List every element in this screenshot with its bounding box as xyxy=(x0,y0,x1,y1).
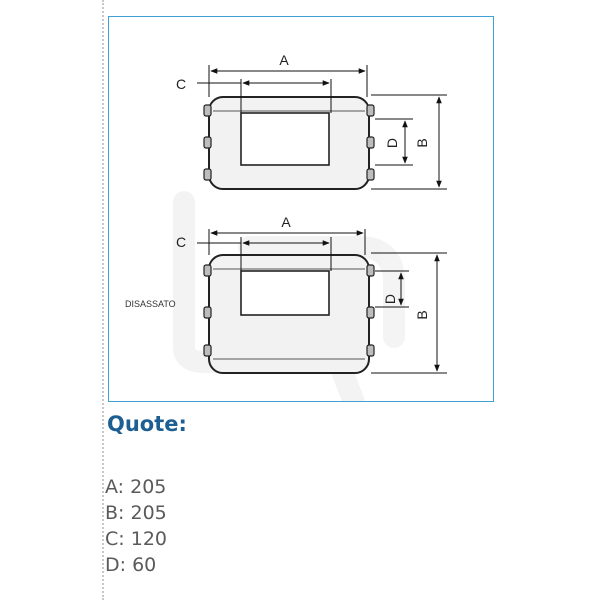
quote-item-label: B xyxy=(105,502,119,524)
bottom-dimension-lines xyxy=(197,229,447,374)
quote-item-value: 205 xyxy=(130,476,167,498)
bottom-label-c: C xyxy=(176,234,186,250)
dotted-rule xyxy=(102,0,104,600)
top-label-d: D xyxy=(384,138,400,148)
quote-item-label: A xyxy=(105,476,118,498)
top-clips xyxy=(203,104,375,181)
quote-item-value: 205 xyxy=(130,502,167,524)
quote-item-label: C xyxy=(105,528,119,550)
quote-item-separator: : xyxy=(119,554,133,576)
top-label-a: A xyxy=(279,52,289,68)
quote-item-b: B: 205 xyxy=(105,500,167,526)
top-plate-window xyxy=(240,112,330,166)
quote-item-a: A: 205 xyxy=(105,474,167,500)
diagram-frame: A C B D xyxy=(108,16,494,402)
technical-drawing: A C B D xyxy=(125,52,447,401)
bottom-view: A C B D DISASSATO xyxy=(125,214,447,374)
bottom-plate-window xyxy=(240,270,330,316)
quote-item-c: C: 120 xyxy=(105,526,167,552)
quote-item-value: 120 xyxy=(130,528,167,550)
top-label-c: C xyxy=(176,76,186,92)
quote-item-label: D xyxy=(105,554,120,576)
top-label-b: B xyxy=(414,138,430,147)
quote-item-separator: : xyxy=(117,476,131,498)
quote-item-separator: : xyxy=(118,502,131,524)
top-dimension-lines xyxy=(197,65,447,190)
bottom-label-d: D xyxy=(382,294,398,304)
quote-item-separator: : xyxy=(118,528,131,550)
quote-item-d: D: 60 xyxy=(105,552,167,578)
bottom-label-a: A xyxy=(281,214,291,230)
disassato-note: DISASSATO xyxy=(125,299,176,309)
bottom-clips xyxy=(203,264,375,357)
top-view: A C B D xyxy=(176,52,447,190)
bottom-label-b: B xyxy=(414,310,430,319)
quote-title: Quote: xyxy=(107,412,187,436)
quote-item-value: 60 xyxy=(132,554,157,576)
